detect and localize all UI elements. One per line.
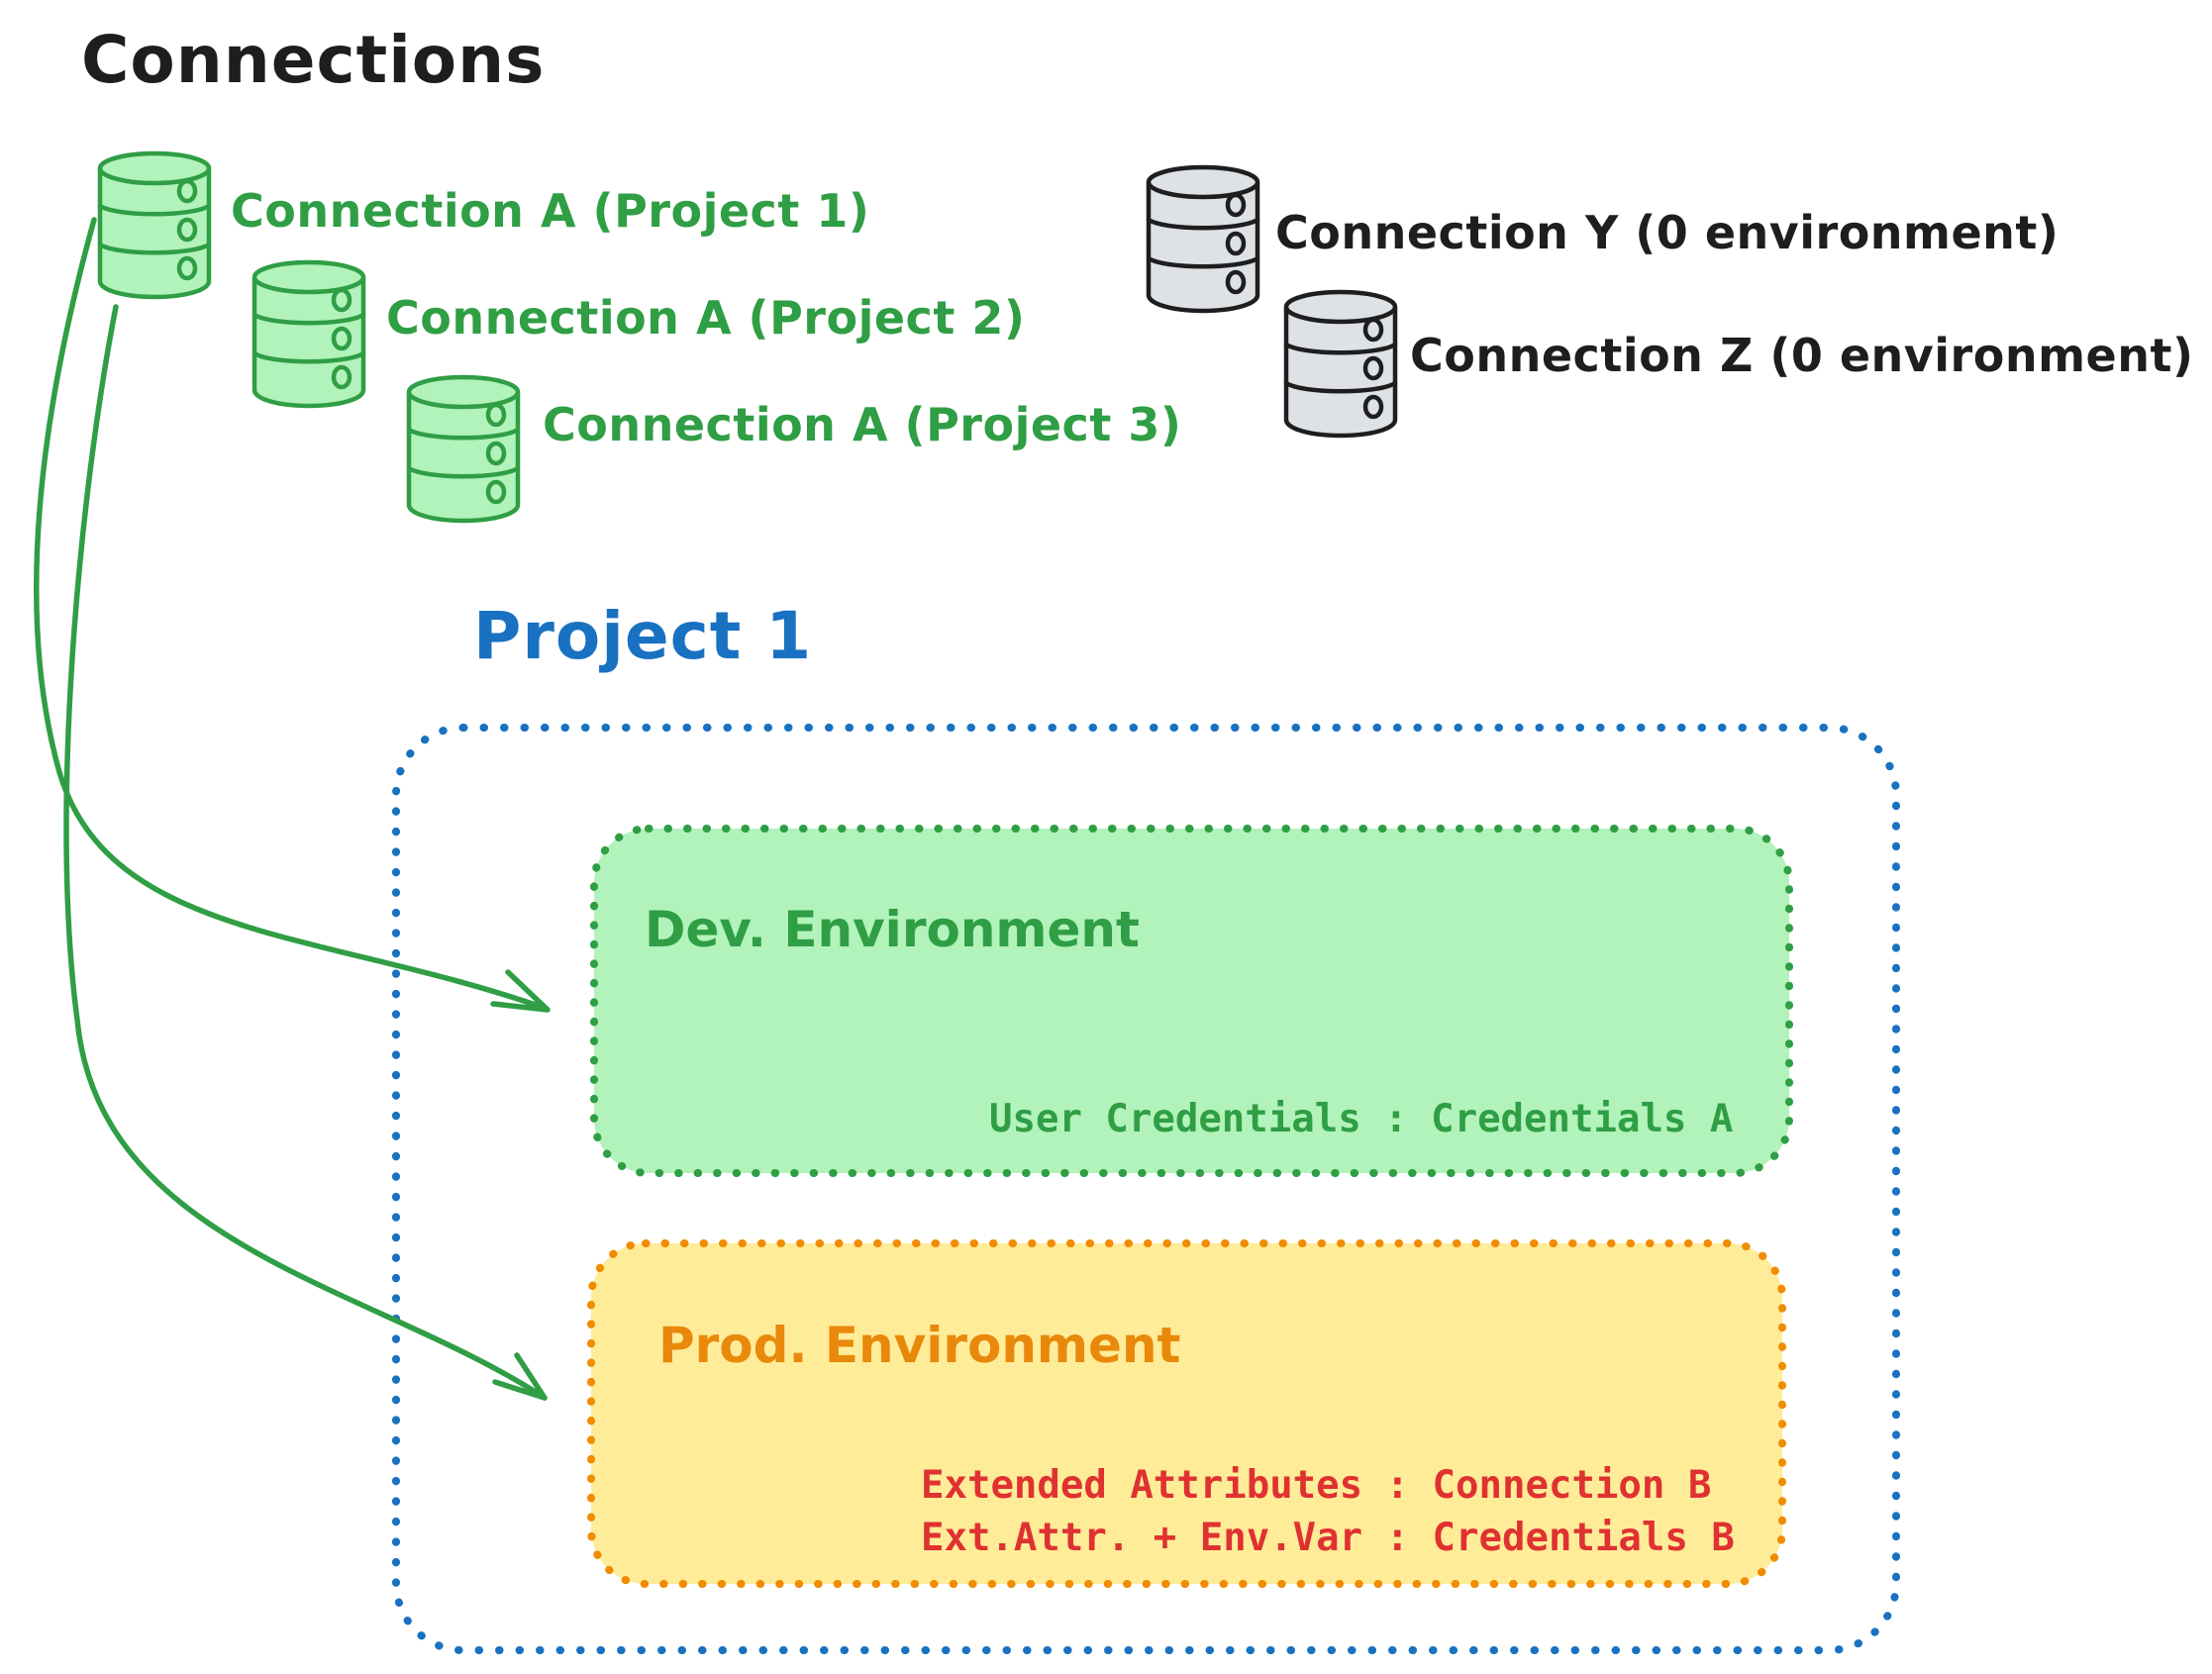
prod-mapping-line-1: Extended Attributes : Connection B bbox=[921, 1463, 1712, 1508]
connection-a-project-2-label: Connection A (Project 2) bbox=[386, 291, 1026, 345]
database-icon-connection-y bbox=[1149, 167, 1257, 311]
connection-a-project-1-label: Connection A (Project 1) bbox=[231, 184, 870, 238]
prod-environment-title: Prod. Environment bbox=[658, 1317, 1181, 1374]
project-1-title: Project 1 bbox=[473, 598, 813, 674]
dev-environment-box bbox=[590, 825, 1793, 1177]
database-icon-connection-z bbox=[1286, 292, 1395, 436]
database-icon-connection-a-project-1 bbox=[100, 153, 209, 297]
connection-z-label: Connection Z (0 environment) bbox=[1410, 329, 2194, 382]
dev-environment-title: Dev. Environment bbox=[645, 901, 1140, 958]
database-icon-connection-a-project-2 bbox=[254, 262, 363, 406]
page-title: Connections bbox=[81, 22, 546, 98]
connection-a-project-3-label: Connection A (Project 3) bbox=[543, 398, 1182, 451]
arrow-to-dev-environment bbox=[34, 217, 551, 1013]
prod-environment-box bbox=[587, 1239, 1786, 1588]
prod-environment-mappings-text: Extended Attributes : Connection B Ext.A… bbox=[921, 1459, 1735, 1564]
database-icon-connection-a-project-3 bbox=[409, 377, 518, 521]
dev-environment-credentials-text: User Credentials : Credentials A bbox=[989, 1097, 1734, 1141]
connection-y-label: Connection Y (0 environment) bbox=[1275, 206, 2060, 259]
project-1-container bbox=[392, 724, 1900, 1654]
prod-mapping-line-2: Ext.Attr. + Env.Var : Credentials B bbox=[921, 1516, 1735, 1560]
arrow-to-prod-environment bbox=[63, 304, 548, 1401]
